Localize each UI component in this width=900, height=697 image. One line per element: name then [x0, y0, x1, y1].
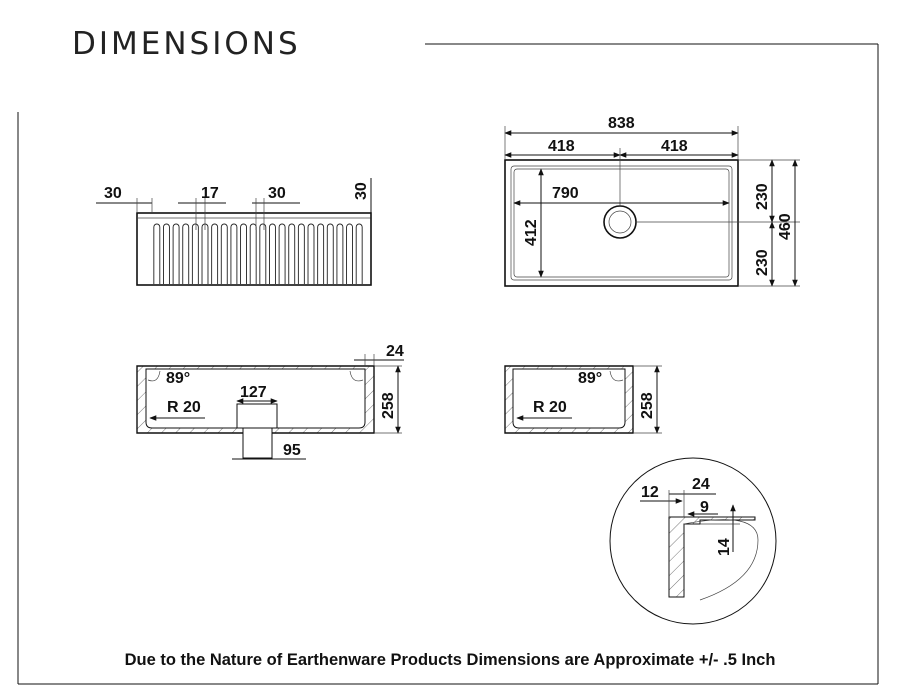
front-flutes	[153, 223, 363, 284]
detail-dim-14: 14	[716, 538, 733, 556]
top-view: 838 418 418 790 412 230 230 460	[504, 115, 800, 287]
dim-front-30-left: 30	[104, 185, 122, 202]
dim-top-230-top: 230	[754, 183, 771, 210]
flute	[326, 223, 334, 284]
footer-note: Due to the Nature of Earthenware Product…	[124, 651, 776, 669]
dim-top-460: 460	[777, 213, 794, 240]
long-dim-95: 95	[283, 442, 301, 459]
dim-top-412: 412	[523, 219, 540, 246]
long-dim-24: 24	[386, 343, 404, 360]
flute	[201, 223, 209, 284]
dim-top-418-left: 418	[548, 138, 575, 155]
front-view: 30 17 30 30	[96, 178, 372, 286]
page-title: DIMENSIONS	[72, 26, 301, 62]
dim-top-790: 790	[552, 185, 579, 202]
flute	[240, 223, 247, 284]
detail-dim-24: 24	[692, 476, 710, 493]
dim-front-30-mid: 30	[268, 185, 286, 202]
frame-border	[17, 43, 879, 685]
short-angle: 89°	[578, 370, 602, 387]
short-dim-258: 258	[639, 392, 656, 419]
flute	[269, 223, 276, 284]
long-angle: 89°	[166, 370, 190, 387]
long-dim-258: 258	[380, 392, 397, 419]
flute	[163, 223, 170, 284]
dim-top-230-bottom: 230	[754, 249, 771, 276]
long-section: 89° R 20 127 95 24 258	[136, 343, 404, 460]
detail-dim-9: 9	[700, 499, 709, 516]
flute	[259, 223, 267, 284]
flute	[230, 223, 238, 284]
flute	[288, 223, 296, 284]
flute	[317, 223, 325, 284]
flute	[191, 223, 199, 284]
long-radius: R 20	[167, 399, 201, 416]
flute	[355, 223, 363, 284]
short-radius: R 20	[533, 399, 567, 416]
short-section: 89° R 20 258	[504, 365, 662, 434]
flute	[172, 223, 180, 284]
flute	[307, 223, 315, 284]
long-dim-127: 127	[240, 384, 267, 401]
flute	[153, 223, 161, 284]
flute	[297, 223, 305, 284]
flute	[249, 223, 257, 284]
flute	[182, 223, 190, 284]
dim-top-418-right: 418	[661, 138, 688, 155]
dim-top-838: 838	[608, 115, 635, 132]
dim-front-17: 17	[201, 185, 219, 202]
detail-view: 12 24 9 14	[609, 457, 777, 625]
flute	[211, 223, 219, 284]
drain-inner	[608, 210, 632, 234]
flute	[346, 223, 353, 284]
flute	[336, 223, 344, 284]
flute	[220, 223, 228, 284]
detail-dim-12: 12	[641, 484, 659, 501]
dim-front-30-right: 30	[353, 182, 370, 200]
flute	[278, 223, 286, 284]
